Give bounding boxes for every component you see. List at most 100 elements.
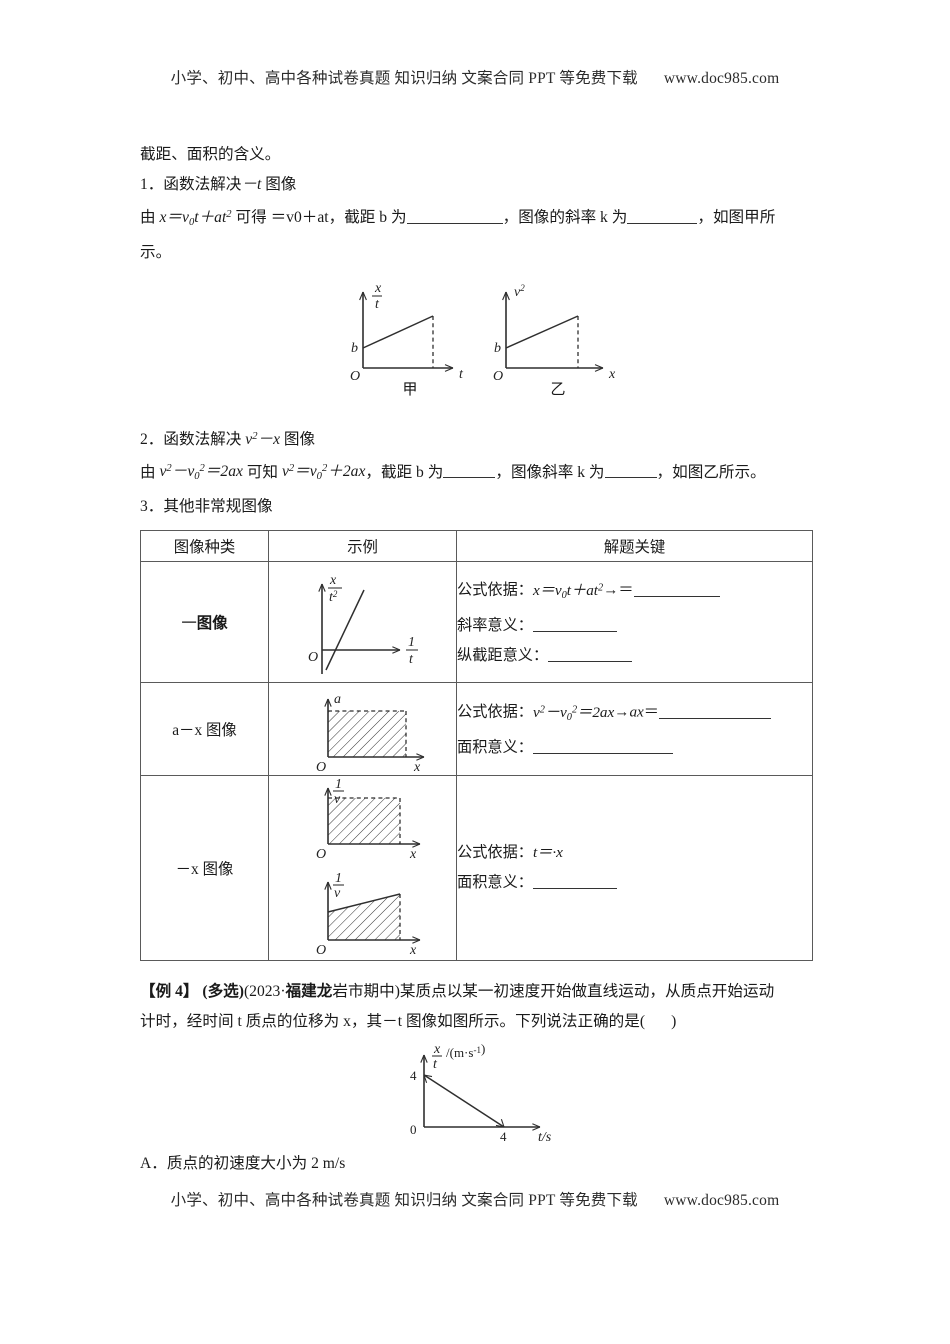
section1-formula: x＝v0t＋at2 [159,208,232,228]
watermark-header: 小学、初中、高中各种试卷真题 知识归纳 文案合同 PPT 等免费下载 www.do… [0,66,950,88]
svg-text:O: O [350,369,360,384]
row3-key-label-1: 公式依据： [457,844,533,862]
fill-blank-intercept2[interactable] [443,477,496,479]
watermark-footer-text: 小学、初中、高中各种试卷真题 知识归纳 文案合同 PPT 等免费下载 [170,1192,638,1209]
row3-sample: 1 v O x [268,775,457,962]
row1-key-slope: 斜率意义： [457,611,812,641]
section3-heading: 3．其他非常规图像 [140,492,812,522]
row2-key-area: 面积意义： [457,733,812,763]
section2-body: 由 v2－v02＝2ax 可知 v2＝v02＋2ax，截距 b 为，图像斜率 k… [140,455,812,493]
fill-blank-slope2[interactable] [604,477,657,479]
figure-jia-caption: 甲 [402,381,418,398]
row1-key-intercept: 纵截距意义： [457,641,812,671]
row1-blank-3[interactable] [548,661,633,662]
svg-text:b: b [351,341,358,356]
row2-key-label-1: 公式依据： [457,704,533,722]
section1-heading-text: ．函数法解决 [147,176,242,193]
svg-text:x: x [374,281,382,296]
table-row: a－x 图像 [140,682,813,777]
watermark-text: 小学、初中、高中各种试卷真题 知识归纳 文案合同 PPT 等免费下载 [170,70,638,87]
row2-key-formula: 公式依据：v2－v02＝2ax→ax＝ [457,695,812,733]
section2-body-mid2: ，截距 b 为 [365,463,444,481]
svg-text:1: 1 [335,777,342,792]
row1-key-label-2: 斜率意义： [457,617,533,634]
section1-number: 1 [140,176,148,193]
row1-formula: x＝v0t＋at2 [532,582,604,601]
section2-body-mid3: ，图像斜率 k 为 [495,463,605,481]
row2-blank-2[interactable] [532,753,673,754]
svg-text:x: x [329,573,337,588]
row1-kind-prefix: 一 [181,615,197,633]
example-4-text: 【例 4】 (多选)(2023·福建龙岩市期中)某质点以某一初速度开始做直线运动… [140,977,812,1007]
example-4-body-2: 计时，经时间 t 质点的位移为 x，其－t 图像如图所示。下列说法正确的是( [140,1013,646,1031]
section3-heading-text: ．其他非常规图像 [147,498,273,516]
svg-text:4: 4 [410,1068,417,1083]
section1-heading-tail: 图像 [261,176,297,193]
svg-text:x: x [409,943,417,958]
svg-text:O: O [493,369,503,384]
figure-inv-v-x-trap-svg: 1 v O x [316,871,420,958]
section2-number: 2 [140,430,148,448]
section2-body-pre: 由 [140,463,160,481]
example-4-tag: 【例 4】 [140,983,199,1001]
svg-text:0: 0 [410,1122,417,1137]
watermark-footer-site: www.doc985.com [663,1192,780,1209]
row3-key-area: 面积意义： [457,868,812,898]
figure-jia-svg: x t b O t [350,281,464,384]
svg-text:x: x [433,1042,441,1057]
table-header-kind: 图像种类 [140,530,269,563]
svg-text:x: x [413,760,421,775]
figure-jia: x t b O t 甲 [335,276,485,399]
row1-key-formula: 公式依据：x＝v0t＋at2→＝ [457,573,812,611]
row2-sample: a O x [268,682,457,777]
row1-keys: 公式依据：x＝v0t＋at2→＝ 斜率意义： 纵截距意义： [456,561,813,684]
row3-key-label-2: 面积意义： [457,874,533,892]
table-header-sample: 示例 [268,530,457,563]
section1-body-mid2: ，图像的斜率 k 为 [502,208,628,226]
svg-text:O: O [316,760,326,775]
svg-text:1: 1 [408,635,415,650]
intro-line: 截距、面积的含义。 [140,146,281,163]
row2-formula-2: ax [629,704,644,722]
row1-blank-1[interactable] [633,596,720,598]
section1-body: 由 x＝v0t＋at2 可得 ＝v0＋at，截距 b 为，图像的斜率 k 为，如… [140,200,812,238]
figure-inv-v-x-rect-svg: 1 v O x [316,777,420,862]
watermark-site: www.doc985.com [663,70,780,87]
example-4-body-2-end: ) [671,1013,677,1031]
figure-yi-svg: v2 b O x [493,283,616,384]
figure-x-over-t2-svg: x t2 O 1 t [308,573,418,675]
fill-blank-intercept[interactable] [406,222,503,224]
svg-text:t: t [409,652,414,667]
row2-formula: v2－v02＝2ax [532,704,615,723]
row1-key-label-1: 公式依据： [457,582,533,600]
example-4-body-1: 某质点以某一初速度开始做直线运动，从质点开始运动 [399,983,775,1001]
row2-blank-1[interactable] [658,718,771,720]
document-content: 截距、面积的含义。 1．函数法解决－t 图像 由 x＝v0t＋at2 可得 ＝v… [140,140,813,1195]
row3-kind: －x 图像 [140,775,269,962]
svg-text:v2: v2 [514,283,525,300]
svg-text:v: v [334,792,341,807]
example-4-figure-wrap: x t /(m·s-1) 4 0 4 t/s [140,1041,812,1145]
table-header-row: 图像种类 示例 解题关键 [140,530,813,563]
row1-kind-bold: 图像 [196,615,228,633]
svg-text:O: O [316,943,326,958]
row1-sample: x t2 O 1 t [268,561,457,684]
table-row: 一图像 x t2 O 1 [140,561,813,684]
section2-heading-text: ．函数法解决 [147,430,246,448]
row2-kind-label: a－x 图像 [172,722,237,740]
row1-blank-2[interactable] [532,631,617,632]
svg-text:O: O [316,847,326,862]
figure-row-jia-yi: x t b O t 甲 v2 [140,276,812,406]
section1-body-tail: ，如图甲所 [697,208,776,226]
section2-formula1: v2－v02＝2ax [159,463,243,483]
svg-text:t2: t2 [329,589,338,605]
fill-blank-slope[interactable] [627,222,698,224]
svg-text:t: t [375,297,380,312]
figure-yi-caption: 乙 [550,381,566,398]
svg-text:/(m·s-1): /(m·s-1) [446,1041,485,1060]
row3-blank-1[interactable] [532,888,617,890]
row2-arrow-icon: → [614,704,630,722]
svg-text:t: t [433,1057,438,1072]
example-4-figure: x t /(m·s-1) 4 0 4 t/s [388,1041,618,1145]
svg-text:4: 4 [500,1129,507,1144]
